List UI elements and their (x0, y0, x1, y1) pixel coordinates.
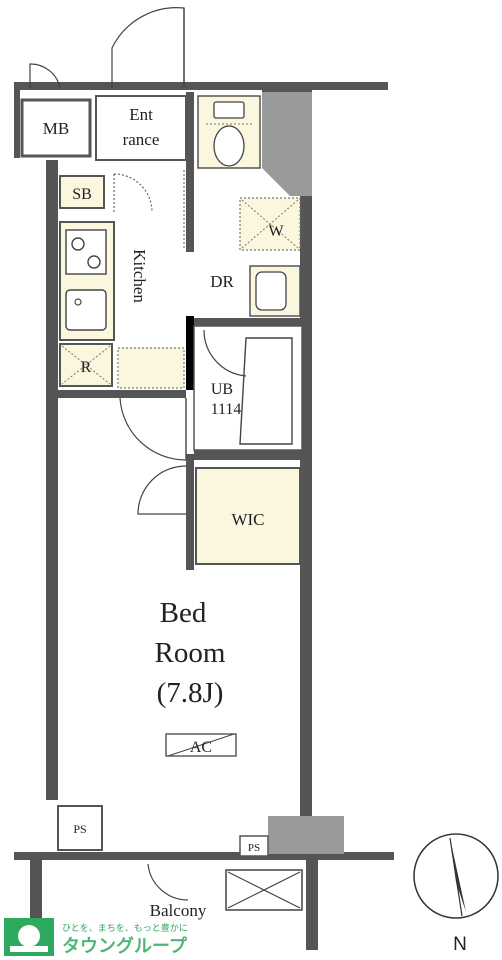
toilet-bowl (213, 125, 245, 167)
compass-needle-line (449, 837, 463, 917)
logo-emblem-base (10, 946, 48, 952)
logo-name: タウングループ (62, 935, 188, 957)
kitchen-sink (65, 289, 107, 331)
counter-shelf (117, 347, 185, 389)
compass: N (413, 833, 499, 955)
kitchen-bedroom-wall (58, 390, 186, 398)
compass-north-label: N (453, 934, 467, 955)
outdoor-unit-cross-2 (227, 871, 301, 909)
entrance-area (95, 95, 187, 161)
refrigerator-label: R (81, 359, 92, 376)
ac-label: AC (190, 739, 212, 756)
company-logo: ひとを、まちを、もっと豊かに タウングループ (4, 918, 188, 957)
washbasin-bowl (255, 271, 287, 311)
balcony-label: Balcony (150, 901, 207, 920)
sink-drain (74, 298, 82, 306)
burner-2 (87, 255, 101, 269)
ps-left-label: PS (73, 822, 86, 836)
pipe-shaft-bottom (268, 816, 344, 854)
ps-right-box (239, 835, 269, 857)
burner-1 (71, 237, 85, 251)
ac-diagonal (167, 733, 235, 757)
pipe-shaft-top (262, 92, 312, 196)
bedroom-door-arc (119, 397, 187, 461)
bath-door-arc (203, 329, 247, 377)
ps-left-box (57, 805, 103, 851)
bedroom-label-line2: Room (155, 637, 226, 669)
compass-needle (450, 838, 466, 912)
wic-door-arc (137, 465, 187, 515)
entrance-label-line2: rance (123, 130, 160, 149)
mb-door-arc (29, 63, 61, 89)
entrance-label-line1: Ent (129, 105, 153, 124)
dressing-room-label: DR (210, 272, 234, 291)
washer-cross-2 (241, 199, 299, 249)
wic-label: WIC (231, 510, 264, 529)
mb-label: MB (43, 119, 69, 138)
compass-circle (413, 833, 499, 919)
dr-ub-wall (194, 318, 304, 326)
balcony-wall-right (306, 860, 318, 950)
toilet-tank (213, 101, 245, 119)
kitchen-label: Kitchen (130, 249, 149, 303)
center-wall-mid (186, 316, 194, 390)
sb-door-arc (113, 173, 153, 213)
ub-wic-wall (194, 450, 304, 460)
logo-emblem-circle (18, 925, 40, 947)
ps-right-label: PS (248, 842, 260, 854)
bedroom-label-line1: Bed (160, 597, 207, 629)
sb-box (59, 175, 105, 209)
logo-tagline: ひとを、まちを、もっと豊かに (62, 922, 188, 934)
washer-label: W (268, 223, 284, 240)
center-wall-top (186, 92, 194, 252)
unit-bath-label-line2: 1114 (211, 401, 242, 418)
entrance-door-arc (111, 7, 185, 88)
mb-box (20, 98, 92, 158)
bathtub (239, 337, 293, 445)
bedroom-size-label: (7.8J) (157, 677, 224, 709)
balcony-door-arc (147, 863, 189, 901)
unit-bath-label-line1: UB (211, 381, 233, 398)
stove (65, 229, 107, 275)
sb-label: SB (72, 186, 92, 203)
center-wall-low (186, 454, 194, 570)
wic-area (195, 467, 301, 565)
